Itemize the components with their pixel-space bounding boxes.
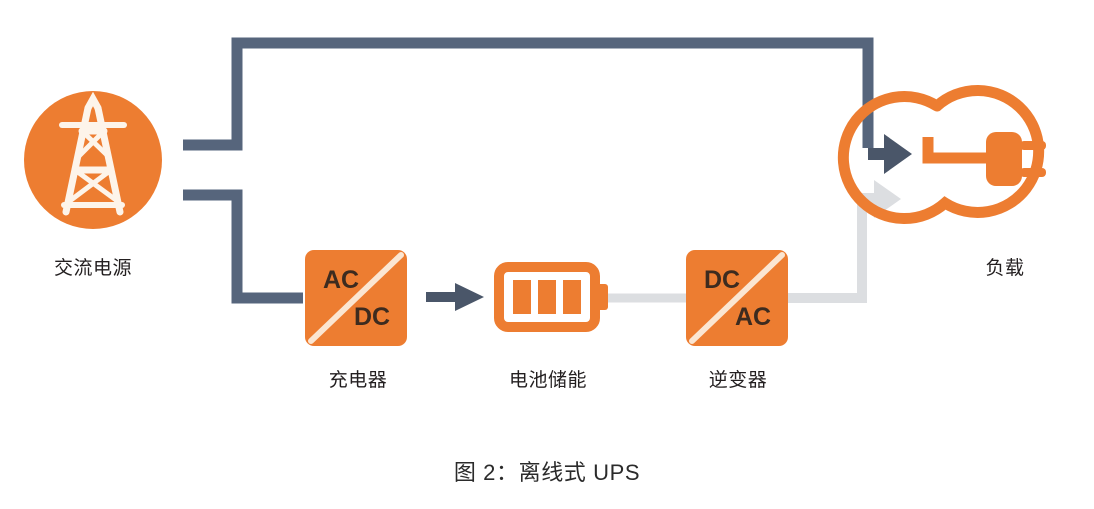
power-plug-icon xyxy=(837,84,1046,225)
battery-label: 电池储能 xyxy=(508,370,587,391)
mains-to-charger-path xyxy=(183,189,303,304)
battery-terminal xyxy=(594,284,608,310)
figure-caption: 图 2：离线式 UPS xyxy=(453,460,641,485)
ac-source-node[interactable] xyxy=(24,91,162,229)
charger-to-battery-arrowhead xyxy=(448,283,484,311)
plug-outer-ring xyxy=(837,84,1045,225)
battery-cell-1 xyxy=(513,280,531,314)
charger-node[interactable]: AC DC xyxy=(305,250,407,346)
battery-cell-2 xyxy=(538,280,556,314)
inverter-label: 逆变器 xyxy=(708,370,768,391)
transmission-tower-icon xyxy=(59,91,127,216)
plug-body xyxy=(986,132,1022,186)
charger-to-battery-arrow xyxy=(426,283,484,311)
inverter-node[interactable]: DC AC xyxy=(686,250,788,346)
inverter-divider-line xyxy=(689,252,785,344)
battery-node[interactable] xyxy=(494,262,608,332)
mains-to-charger-line xyxy=(183,189,303,304)
load-label: 负载 xyxy=(985,258,1025,279)
inverter-to-load-arrowhead xyxy=(857,180,901,218)
plug-prong-top xyxy=(1020,141,1046,150)
charger-input-label: AC xyxy=(323,266,359,294)
charger-label: 充电器 xyxy=(328,370,388,391)
plug-prong-bottom xyxy=(1020,168,1046,177)
mains-bypass-arrowhead xyxy=(868,134,912,174)
charger-output-label: DC xyxy=(354,303,390,331)
inverter-to-load-line xyxy=(786,193,867,303)
ac-source-circle xyxy=(24,91,162,229)
inverter-to-load-path xyxy=(786,180,901,303)
charger-divider-line xyxy=(308,252,404,344)
mains-bypass-line xyxy=(183,37,874,151)
mains-bypass-path xyxy=(183,37,912,174)
plug-cord xyxy=(922,137,988,164)
ac-source-label: 交流电源 xyxy=(53,258,132,279)
battery-cell-3 xyxy=(563,280,581,314)
inverter-output-label: AC xyxy=(735,303,771,331)
load-node[interactable] xyxy=(837,84,1046,225)
inverter-input-label: DC xyxy=(704,266,740,294)
